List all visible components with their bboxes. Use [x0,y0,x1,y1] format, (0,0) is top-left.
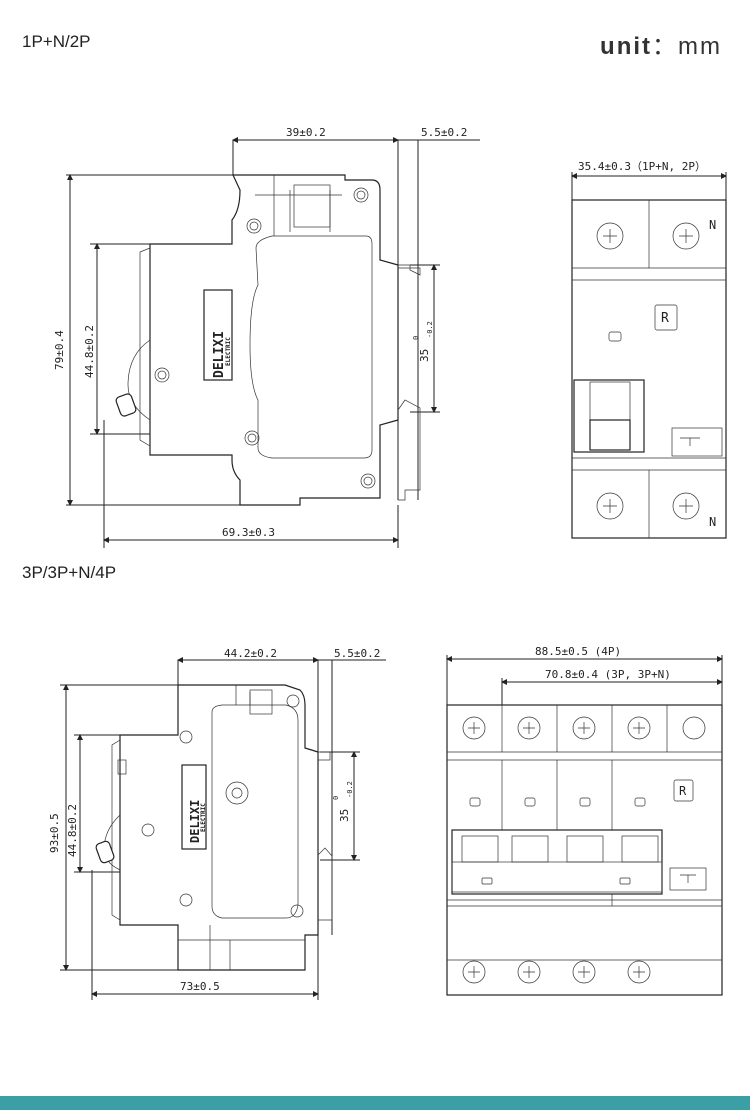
top-brand-sub: ELECTRIC [225,337,232,366]
unit-value: mm [678,33,722,60]
bottom-rail-offset-dim: 5.5±0.2 [334,647,380,660]
unit-label: unit：mm [600,26,722,61]
section-title-bottom: 3P/3P+N/4P [22,563,117,582]
top-brand-logo: DELIXI [212,331,227,378]
top-front-neutral-bottom: N [709,515,716,529]
bottom-rail-tol-upper: 0 [332,796,340,800]
top-side-view: 39±0.2 5.5±0.2 79±0.4 44.8±0.2 69.3±0.3 … [53,126,480,548]
bottom-front-badge: R [679,784,687,798]
top-rail-width-dim: 35 [418,349,431,362]
bottom-brand-logo: DELIXI [188,800,202,843]
unit-separator: ： [652,33,679,60]
bottom-total-depth-dim: 73±0.5 [180,980,220,993]
top-front-width-dim: 35.4±0.3（1P+N, 2P） [578,160,706,173]
bottom-brand-sub: ELECTRIC [200,803,207,832]
bottom-rail-width-dim: 35 [338,809,351,822]
top-rail-offset-dim: 5.5±0.2 [421,126,467,139]
top-rail-tol-lower: -0.2 [426,321,434,338]
top-front-badge: R [661,311,669,326]
bottom-depth-dim: 44.2±0.2 [224,647,277,660]
top-front-height-dim: 44.8±0.2 [83,325,96,378]
bottom-height-dim: 93±0.5 [48,813,61,853]
bottom-front-view: 88.5±0.5 (4P) 70.8±0.4 (3P, 3P+N) [446,645,723,996]
top-front-neutral-top: N [709,218,716,232]
top-depth-dim: 39±0.2 [286,126,326,139]
footer-accent-bar [0,1096,750,1110]
top-total-depth-dim: 69.3±0.3 [222,526,275,539]
section-title-top: 1P+N/2P [22,32,91,51]
top-height-dim: 79±0.4 [53,330,66,370]
top-rail-tol-upper: 0 [412,336,420,340]
bottom-side-view: 44.2±0.2 5.5±0.2 93±0.5 44.8±0.2 73±0.5 … [48,647,386,1000]
bottom-front-height-dim: 44.8±0.2 [66,804,79,857]
bottom-rail-tol-lower: -0.2 [346,781,354,798]
top-front-view: 35.4±0.3（1P+N, 2P） N N R [571,160,727,539]
bottom-front-width-3p: 70.8±0.4 (3P, 3P+N) [545,668,671,681]
bottom-front-width-4p: 88.5±0.5 (4P) [535,645,621,658]
unit-word: unit [600,33,653,60]
